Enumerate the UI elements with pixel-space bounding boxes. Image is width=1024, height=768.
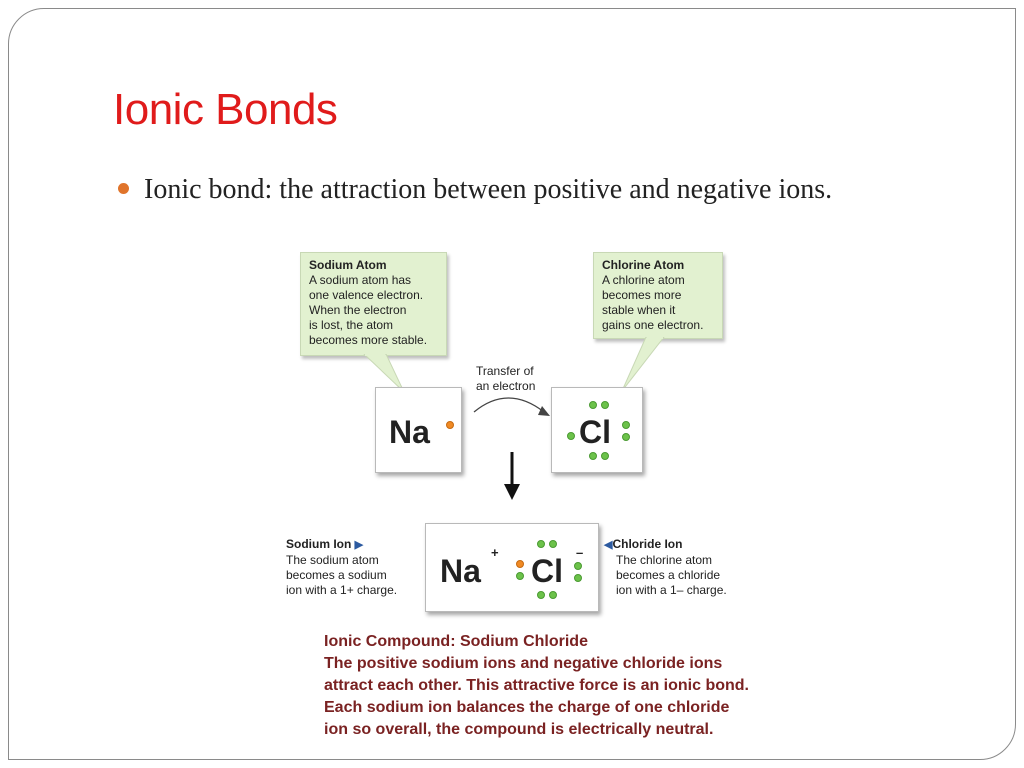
electron-dot — [567, 432, 575, 440]
callout-line: becomes more stable. — [309, 333, 428, 347]
label-title: Sodium Ion ▶ — [286, 537, 397, 553]
callout-line: is lost, the atom — [309, 318, 394, 332]
compound-line: The positive sodium ions and negative ch… — [324, 655, 723, 672]
compound-caption: Ionic Compound: Sodium Chloride The posi… — [324, 631, 749, 741]
electron-dot — [537, 540, 545, 548]
callout-title: Chlorine Atom — [602, 258, 685, 272]
compound-line: ion so overall, the compound is electric… — [324, 721, 714, 738]
electron-dot — [622, 433, 630, 441]
electron-dot — [622, 421, 630, 429]
callout-line: A sodium atom has — [309, 273, 412, 287]
cl-ion-symbol: Cl — [531, 553, 563, 589]
electron-dot — [601, 401, 609, 409]
na-ion-symbol: Na — [440, 553, 481, 589]
electron-dot — [537, 591, 545, 599]
compound-line: Each sodium ion balances the charge of o… — [324, 699, 730, 716]
electron-dot — [574, 562, 582, 570]
label-title-text: Sodium Ion — [286, 537, 352, 551]
electron-transfer-arrow-icon — [473, 397, 550, 416]
positive-charge: + — [491, 545, 499, 560]
label-line: ion with a 1– charge. — [616, 583, 727, 597]
sodium-callout-pointer — [363, 354, 405, 393]
negative-charge: – — [576, 545, 584, 560]
chlorine-atom-callout: Chlorine Atom A chlorine atom becomes mo… — [593, 252, 723, 339]
pointer-left-icon: ◀ — [604, 539, 613, 551]
transferred-electron-dot — [516, 560, 524, 568]
label-line: becomes a sodium — [286, 568, 387, 582]
electron-dot — [574, 574, 582, 582]
chloride-ion-label: ◀Chloride Ion The chlorine atom becomes … — [604, 537, 727, 598]
electron-dot — [601, 452, 609, 460]
callout-line: one valence electron. — [309, 288, 424, 302]
reaction-down-arrow-icon — [504, 452, 520, 500]
callout-line: When the electron — [309, 303, 407, 317]
sodium-ion-label: Sodium Ion ▶ The sodium atom becomes a s… — [286, 537, 397, 598]
label-title: ◀Chloride Ion — [604, 537, 727, 553]
label-line: ion with a 1+ charge. — [286, 583, 398, 597]
pointer-right-icon: ▶ — [354, 539, 364, 551]
ion-pair-box: Na + Cl – — [425, 523, 599, 612]
sodium-atom-box: Na — [375, 387, 462, 473]
label-title-text: Chloride Ion — [612, 537, 683, 551]
electron-dot — [549, 591, 557, 599]
callout-line: gains one electron. — [602, 318, 704, 332]
callout-title: Sodium Atom — [309, 258, 387, 272]
valence-electron-dot — [446, 421, 454, 429]
chlorine-callout-pointer — [621, 337, 665, 392]
slide-title: Ionic Bonds — [113, 85, 338, 134]
callout-line: becomes more — [602, 288, 682, 302]
electron-dot — [589, 452, 597, 460]
label-line: becomes a chloride — [616, 568, 721, 582]
chlorine-atom-box: Cl — [551, 387, 643, 473]
slide-frame — [8, 8, 1016, 760]
cl-symbol: Cl — [579, 414, 611, 450]
label-line: The chlorine atom — [616, 553, 713, 567]
bullet-dot-icon — [118, 183, 129, 194]
callout-line: A chlorine atom — [602, 273, 685, 287]
sodium-atom-callout: Sodium Atom A sodium atom has one valenc… — [300, 252, 447, 356]
compound-line: attract each other. This attractive forc… — [324, 677, 749, 694]
label-line: The sodium atom — [286, 553, 379, 567]
callout-line: stable when it — [602, 303, 676, 317]
electron-dot — [589, 401, 597, 409]
transfer-label: Transfer of an electron — [476, 364, 535, 394]
transfer-label-line: an electron — [476, 379, 536, 393]
compound-title: Ionic Compound: Sodium Chloride — [324, 633, 588, 650]
electron-dot — [549, 540, 557, 548]
transfer-label-line: Transfer of — [476, 364, 534, 378]
na-symbol: Na — [389, 414, 430, 450]
bullet-text: Ionic bond: the attraction between posit… — [144, 174, 833, 205]
electron-dot — [516, 572, 524, 580]
